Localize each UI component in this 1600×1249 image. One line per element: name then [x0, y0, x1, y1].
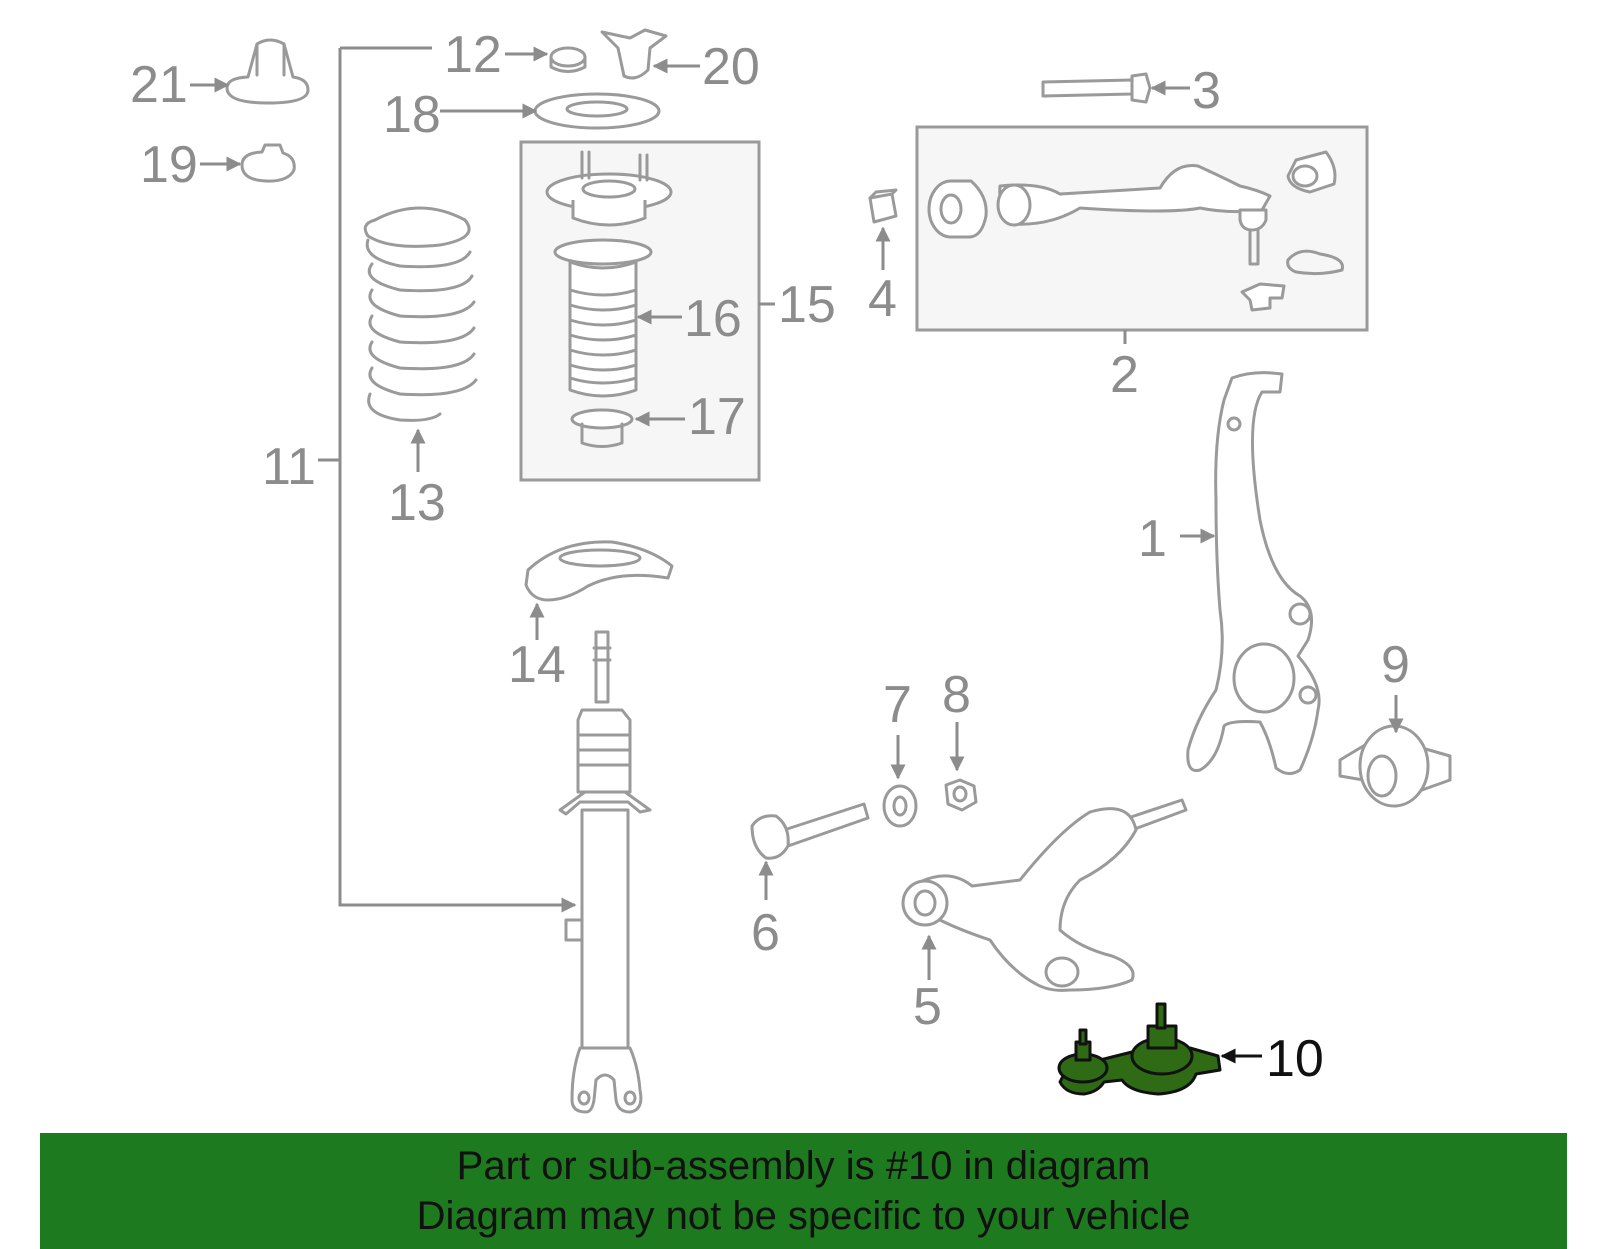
callout-13: 13 [388, 474, 446, 532]
part-13-coil-spring [363, 206, 478, 472]
callout-8: 8 [942, 666, 971, 724]
part-5-lower-control-arm [901, 798, 1188, 992]
part-17-bump-stop [570, 408, 685, 448]
part-4-clip [868, 188, 898, 270]
callout-4: 4 [868, 270, 897, 328]
part-10-ball-joint-highlighted [1057, 1002, 1262, 1096]
part-12-nut [505, 46, 587, 73]
part-9-bushing [1338, 695, 1452, 808]
callout-6: 6 [751, 904, 780, 962]
part-14-spring-seat [524, 540, 674, 640]
banner-line-1: Part or sub-assembly is #10 in diagram [456, 1144, 1151, 1188]
callout-15: 15 [778, 276, 836, 334]
banner-line-2: Diagram may not be specific to your vehi… [416, 1194, 1191, 1238]
part-8-nut [944, 722, 978, 812]
part-2-upper-control-arm [927, 150, 1345, 344]
callout-10: 10 [1266, 1030, 1324, 1088]
part-6-bolt [750, 802, 870, 900]
part-16-dust-boot [553, 238, 682, 398]
callout-20: 20 [702, 38, 760, 96]
callout-19: 19 [140, 136, 198, 194]
info-banner: Part or sub-assembly is #10 in diagram D… [40, 1133, 1567, 1249]
bracket-11 [338, 46, 575, 905]
part-7-washer [882, 735, 918, 828]
part-3-bolt [1041, 72, 1190, 104]
callout-11: 11 [262, 438, 316, 496]
callout-1: 1 [1138, 510, 1167, 568]
callout-14: 14 [508, 636, 566, 694]
callout-18: 18 [383, 86, 441, 144]
callout-12: 12 [444, 26, 502, 84]
part-11-shock-absorber [558, 630, 652, 1114]
callout-17: 17 [688, 388, 746, 446]
callout-2: 2 [1110, 346, 1139, 404]
part-1-knuckle [1180, 371, 1321, 775]
callout-5: 5 [913, 978, 942, 1036]
callout-21: 21 [130, 56, 188, 114]
callout-9: 9 [1381, 636, 1410, 694]
callout-16: 16 [684, 290, 742, 348]
callout-3: 3 [1192, 62, 1221, 120]
part-21-mount-cap [190, 38, 310, 105]
part-19-bump-stop-cap [200, 143, 296, 183]
callout-7: 7 [883, 676, 912, 734]
part-18-bearing [440, 92, 661, 130]
upper-arm-group-box [915, 125, 1369, 332]
part-15-upper-mount [545, 150, 673, 227]
part-20-bracket [600, 28, 700, 80]
